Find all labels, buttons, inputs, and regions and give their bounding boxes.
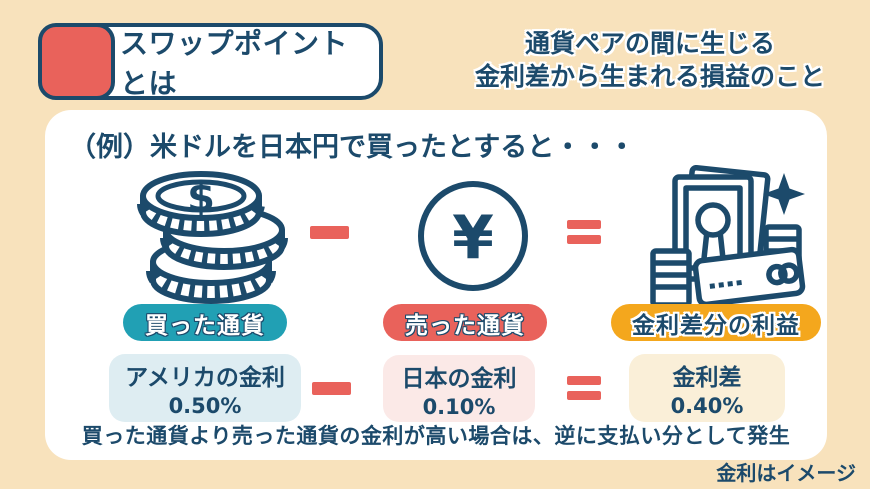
rate-title-us: アメリカの金利: [125, 365, 285, 391]
equals-operator-rates: [567, 376, 601, 400]
definition-line-1: 通貨ペアの間に生じる: [524, 29, 775, 58]
title-accent-shape: [38, 23, 115, 100]
disclaimer-text: 金利はイメージ: [716, 461, 856, 485]
badge-sold-currency: 売った通貨: [383, 304, 547, 341]
note-text: 買った通貨より売った通貨の金利が高い場合は、逆に支払い分として発生: [81, 424, 791, 448]
rate-value-japan: 0.10%: [422, 394, 496, 419]
rate-title-difference: 金利差: [672, 365, 742, 391]
minus-operator-icons: [310, 226, 349, 239]
rate-title-japan: 日本の金利: [401, 365, 517, 392]
rate-value-us: 0.50%: [168, 394, 242, 418]
rate-box-japan: 日本の金利 0.10%: [383, 355, 535, 422]
example-card: （例）米ドルを日本円で買ったとすると・・・ $: [45, 110, 827, 460]
example-heading: （例）米ドルを日本円で買ったとすると・・・: [69, 132, 636, 163]
yen-circle-icon: ¥: [415, 178, 531, 294]
page-title: スワップポイントとは: [120, 26, 349, 100]
badge-interest-profit: 金利差分の利益: [611, 304, 821, 341]
rate-value-difference: 0.40%: [670, 394, 744, 418]
dollar-sign: $: [187, 175, 215, 221]
profit-money-icon: [647, 165, 807, 310]
rate-box-us: アメリカの金利 0.50%: [109, 354, 301, 422]
minus-operator-rates: [312, 382, 351, 395]
definition-line-2: 金利差から生まれる損益のこと: [474, 62, 825, 91]
title-banner: スワップポイントとは: [38, 23, 383, 100]
equals-operator-icons: [567, 220, 601, 244]
definition-text: 通貨ペアの間に生じる 金利差から生まれる損益のこと: [438, 27, 862, 93]
yen-sign: ¥: [452, 203, 494, 273]
badge-bought-currency: 買った通貨: [123, 304, 287, 341]
rate-box-difference: 金利差 0.40%: [629, 354, 785, 422]
dollar-coins-icon: $: [129, 166, 304, 308]
